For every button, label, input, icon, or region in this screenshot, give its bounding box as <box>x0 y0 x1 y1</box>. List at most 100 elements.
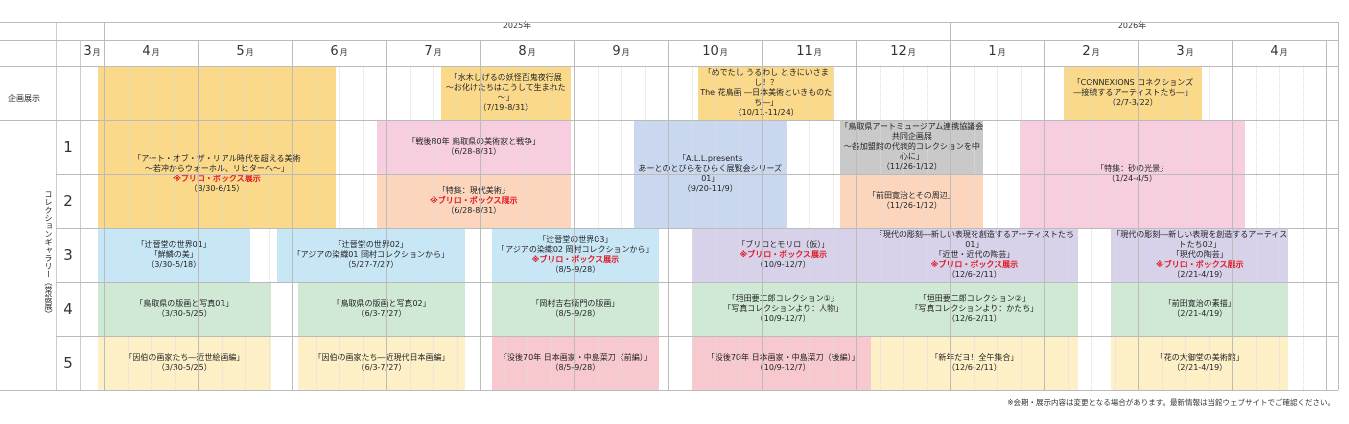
exhibition-text: 「めでたし うるわし ときにいさまし！？ <box>703 68 829 87</box>
exhibition-block-nakajima1: 「没後70年 日本画家・中島菜刀（前編）」（8/5-9/28） <box>492 336 659 390</box>
exhibition-block-connexions: 「CONNEXIONS コネクションズ―接続するアーティストたち―」（2/7-3… <box>1064 66 1202 120</box>
month-header: 2月 <box>1082 44 1099 59</box>
exhibition-text: （3/30-5/25） <box>156 309 212 318</box>
collection-gallery-label: コレクションギャラリー（常設展） <box>44 190 53 318</box>
exhibition-text: あーとのとびらをひらく展覧会シリーズ01」 <box>638 164 783 183</box>
month-unit: 月 <box>621 48 630 57</box>
month-header: 4月 <box>142 44 159 59</box>
exhibition-text: 「没後70年 日本画家・中島菜刀（後編）」 <box>706 353 860 362</box>
year-2025: 2025年 <box>502 21 532 30</box>
month-header: 11月 <box>796 44 822 59</box>
month-unit: 月 <box>1185 48 1194 57</box>
exhibition-text: （3/30-5/18） <box>146 260 202 269</box>
exhibition-text: （6/28-8/31） <box>446 206 502 215</box>
year-2026: 2026年 <box>1117 21 1147 30</box>
exhibition-text: ～若冲からウォーホル、リヒターへ～」 <box>144 164 289 173</box>
month-unit: 月 <box>527 48 536 57</box>
month-header: 12月 <box>890 44 916 59</box>
exhibition-block-hanga2: 「鳥取県の版画と写真02」（6/3-7/27） <box>298 282 465 336</box>
month-number: 3 <box>1176 44 1185 59</box>
month-unit: 月 <box>813 48 822 57</box>
month-number: 12 <box>890 44 907 59</box>
exhibition-block-special-early <box>97 66 336 120</box>
month-number: 8 <box>518 44 527 59</box>
exhibition-text: 「辻晉堂の世界03」 <box>538 235 613 244</box>
exhibition-text: （6/3-7/27） <box>356 363 407 372</box>
row-grid-line <box>56 228 1338 229</box>
row-grid-line <box>0 390 1338 391</box>
month-grid-line <box>668 40 669 390</box>
exhibition-text: （10/9-12/7） <box>755 314 811 323</box>
exhibition-text: 「A.L.L.presents <box>678 154 743 163</box>
row-number-3: 3 <box>63 246 73 264</box>
exhibition-text: （8/5-9/28） <box>550 363 601 372</box>
exhibition-block-maeda-sobyo: 「前田寛治の素描」（2/21-4/19） <box>1111 282 1289 336</box>
exhibition-text: 「CONNEXIONS コネクションズ <box>1072 78 1194 87</box>
exhibition-text: 「戦後80年 鳥取県の美術家と戦争」 <box>407 137 541 146</box>
row-grid-line <box>56 282 1338 283</box>
exhibition-text: （2/21-4/19） <box>1172 270 1228 279</box>
row-grid-line <box>0 66 1338 67</box>
month-header: 6月 <box>330 44 347 59</box>
exhibition-text: （5/27-7/27） <box>343 260 399 269</box>
month-grid-line <box>104 22 105 390</box>
month-grid-line <box>856 40 857 390</box>
month-number: 11 <box>796 44 813 59</box>
month-header: 9月 <box>612 44 629 59</box>
exhibition-text: 「アート・オブ・ザ・リアル時代を超える美術 <box>133 154 301 163</box>
exhibition-text: 「写真コレクションより：人物」 <box>723 304 844 313</box>
exhibition-text: （6/28-8/31） <box>446 147 502 156</box>
month-header: 7月 <box>424 44 441 59</box>
exhibition-text: （2/21-4/19） <box>1172 309 1228 318</box>
month-grid-line <box>292 40 293 390</box>
exhibition-block-renkeikyo: 「鳥取県アートミュージアム連携協議会共同企画展～各加盟館の代表的コレクションを中… <box>840 120 984 174</box>
month-unit: 月 <box>92 48 101 57</box>
row-number-1: 1 <box>63 138 73 156</box>
exhibition-text: （6/3-7/27） <box>356 309 407 318</box>
exhibition-text: 「アジアの染織01 岡村コレクションから」 <box>292 250 450 259</box>
exhibition-block-mizuki: 「水木しげるの妖怪百鬼夜行展～お化けたちはこうして生まれた～」（7/19-8/3… <box>440 66 571 120</box>
month-header: 8月 <box>518 44 535 59</box>
exhibition-text: 「花の大御堂の美術館」 <box>1155 353 1244 362</box>
grid-line <box>80 40 81 390</box>
month-unit: 月 <box>339 48 348 57</box>
month-grid-line <box>1044 40 1045 390</box>
exhibition-text: （11/26-1/12） <box>881 201 942 210</box>
exhibition-block-hana: 「花の大御堂の美術館」（2/21-4/19） <box>1111 336 1289 390</box>
exhibition-text: 「垣田要二郎コレクション①」 <box>727 294 839 303</box>
exhibition-text: 「鳥取県の版画と写真02」 <box>332 299 431 308</box>
month-header: 5月 <box>236 44 253 59</box>
exhibition-text: （3/30-5/25） <box>156 363 212 372</box>
exhibition-text: 「現代の陶芸」 <box>1171 250 1228 259</box>
month-grid-line <box>480 40 481 390</box>
exhibition-block-kachoga: 「めでたし うるわし ときにいさまし！？The 花鳥画 ―日本美術といきものたち… <box>698 66 835 120</box>
row-number-4: 4 <box>63 300 73 318</box>
exhibition-text: 「辻晉堂の世界01」 <box>136 240 211 249</box>
month-grid-line <box>1232 40 1233 390</box>
exhibition-block-inpaku1: 「因伯の画家たち―近世絵画編」（3/30-5/25） <box>97 336 271 390</box>
exhibition-text: ※ブリロ・ボックス展示 <box>173 174 261 183</box>
month-number: 2 <box>1082 44 1091 59</box>
month-number: 3 <box>83 44 92 59</box>
exhibition-text: 「鳥取県アートミュージアム連携協議会 <box>840 122 984 131</box>
exhibition-text: 「ブリロとモリロ（仮）」 <box>737 240 830 249</box>
row-grid-line <box>0 120 1338 121</box>
month-header: 3月 <box>1176 44 1193 59</box>
exhibition-block-hanga1: 「鳥取県の版画と写真01」（3/30-5/25） <box>97 282 271 336</box>
grid-line <box>56 22 57 390</box>
exhibition-text: （10/9-12/7） <box>755 260 811 269</box>
row-grid-line <box>56 336 1338 337</box>
month-unit: 月 <box>245 48 254 57</box>
month-number: 7 <box>424 44 433 59</box>
exhibition-text: 「岡村吉右衛門の版画」 <box>531 299 620 308</box>
month-header: 10月 <box>702 44 728 59</box>
exhibition-text: 「鮮鱗の美」 <box>149 250 198 259</box>
month-number: 9 <box>612 44 621 59</box>
exhibition-block-tsuji3: 「辻晉堂の世界03」「アジアの染織02 岡村コレクションから」※ブリロ・ボックス… <box>492 228 659 282</box>
month-number: 6 <box>330 44 339 59</box>
exhibition-block-nakajima2: 「没後70年 日本画家・中島菜刀（後編）」（10/9-12/7） <box>692 336 875 390</box>
row-grid-line <box>0 40 1338 41</box>
month-unit: 月 <box>1091 48 1100 57</box>
special-row-label: 企画展示 <box>8 94 40 103</box>
exhibition-text: （11/26-1/12） <box>881 162 942 171</box>
